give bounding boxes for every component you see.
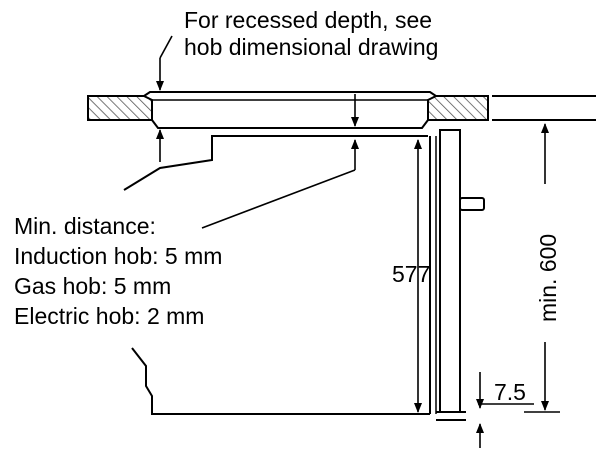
base-gap-dimension: 7.5 [494,379,526,405]
min-distance-title: Min. distance: [14,213,156,239]
min-distance-gas: Gas hob: 5 mm [14,273,171,299]
min-distance-electric: Electric hob: 2 mm [14,303,204,329]
oven-door [439,129,461,413]
recessed-depth-note-line1: For recessed depth, see [184,7,432,33]
hob [142,91,438,129]
worktop-left [87,95,155,121]
oven-height-dimension: 577 [392,261,430,287]
worktop-right [427,95,489,121]
recessed-depth-note-line2: hob dimensional drawing [184,34,438,60]
oven-upper-body [123,135,428,191]
worktop [87,95,489,121]
hob-frame [142,91,438,129]
min-height-dimension: min. 600 [535,234,561,322]
oven-lower-body [131,347,430,415]
dimension-lines [156,35,560,448]
oven-knob [459,197,485,211]
cabinet-lines [492,95,596,121]
min-distance-induction: Induction hob: 5 mm [14,243,222,269]
oven [123,129,485,421]
